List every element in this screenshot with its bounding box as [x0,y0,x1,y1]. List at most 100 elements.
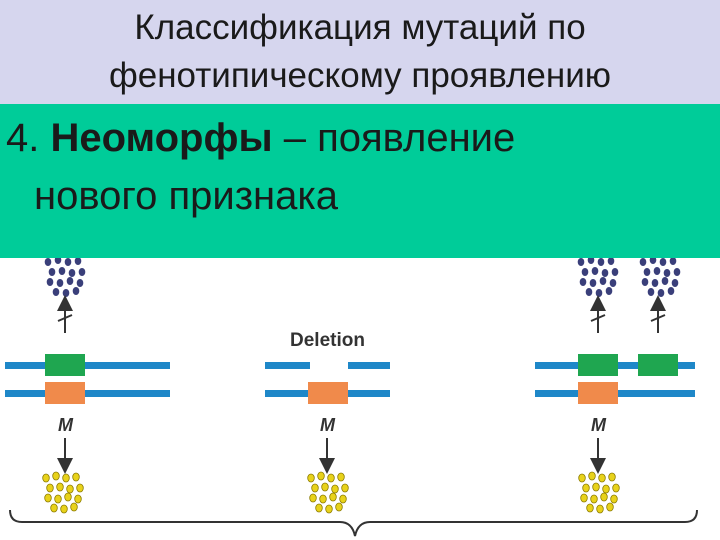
m-label: M [58,415,74,435]
product-dot [609,279,617,287]
product-dot [641,278,649,286]
product-dot [325,504,333,514]
product-dot [577,258,585,266]
product-dot [649,258,657,264]
product-dot [76,483,84,493]
product-dot [606,502,614,512]
highlight-box [0,104,720,258]
product-dot [64,492,72,502]
product-dot [315,503,323,513]
product-dot [602,484,610,494]
product-dot [52,471,60,481]
product-dot [601,269,609,277]
product-dot [74,494,82,504]
product-dot [335,502,343,512]
slide-title-line-2: фенотипическому проявлению [108,56,612,95]
product-dot [611,268,619,276]
product-dot [579,278,587,286]
point-rest: – появление [272,116,516,160]
product-dot [48,268,56,276]
product-dot [608,472,616,482]
product-dot [580,493,588,503]
product-dot [309,493,317,503]
neomorph-diagram: M Deletion M M [5,258,698,537]
product-dot [62,289,70,297]
product-dot [605,287,613,295]
product-dot [639,258,647,266]
product-dot [671,279,679,287]
product-dot [598,473,606,483]
product-dot [317,471,325,481]
product-dot [70,502,78,512]
product-dot [307,473,315,483]
mutant-gene-box [45,382,85,404]
product-dot [582,483,590,493]
bullet-point-line-2: нового признака [34,174,339,218]
middle-construct: Deletion M [265,330,390,474]
product-dot [643,268,651,276]
product-dot [578,473,586,483]
chromosome-bar [5,362,170,369]
left-construct: M [5,295,170,474]
product-dot [56,482,64,492]
product-dot [62,473,70,483]
product-dot [591,267,599,275]
product-dot [72,287,80,295]
product-dot [587,258,595,264]
mutant-gene-box [308,382,348,404]
product-dot [592,482,600,492]
product-dot [50,503,58,513]
product-dot [659,258,667,266]
product-dot [66,484,74,494]
product-dot [54,258,62,264]
product-dot [64,258,72,266]
bullet-point: 4. Неоморфы – появление [6,114,515,162]
product-dot [596,504,604,514]
chromosome-bar [265,362,310,369]
product-dot [339,494,347,504]
product-dot [60,504,68,514]
mutant-product-dots [42,471,620,514]
wild-type-product-dots [44,258,681,297]
deletion-label: Deletion [290,330,365,351]
product-dot [653,267,661,275]
product-dot [600,492,608,502]
product-dot [585,288,593,296]
product-dot [46,278,54,286]
product-dot [597,258,605,266]
product-dot [590,494,598,504]
product-dot [599,277,607,285]
product-dot [311,483,319,493]
product-dot [612,483,620,493]
product-dot [52,288,60,296]
product-dot [44,493,52,503]
product-dot [72,472,80,482]
product-dot [661,277,669,285]
product-dot [610,494,618,504]
mutant-gene-box [578,382,618,404]
bottom-brace [9,509,698,537]
product-dot [607,258,615,265]
product-dot [329,492,337,502]
product-dot [589,279,597,287]
m-label: M [320,415,336,435]
product-dot [58,267,66,275]
product-dot [667,287,675,295]
product-dot [595,289,603,297]
point-term: Неоморфы [50,116,273,160]
right-construct: M [535,295,695,474]
product-dot [66,277,74,285]
product-dot [663,269,671,277]
product-dot [42,473,50,483]
product-dot [586,503,594,513]
wild-gene-box [638,354,678,376]
m-label: M [591,415,607,435]
chromosome-bar [348,362,390,369]
title-bar: Классификация мутаций по фенотипическому… [0,0,720,104]
product-dot [341,483,349,493]
product-dot [56,279,64,287]
product-dot [657,289,665,297]
point-number: 4. [6,116,40,160]
product-dot [669,258,677,265]
product-dot [76,279,84,287]
